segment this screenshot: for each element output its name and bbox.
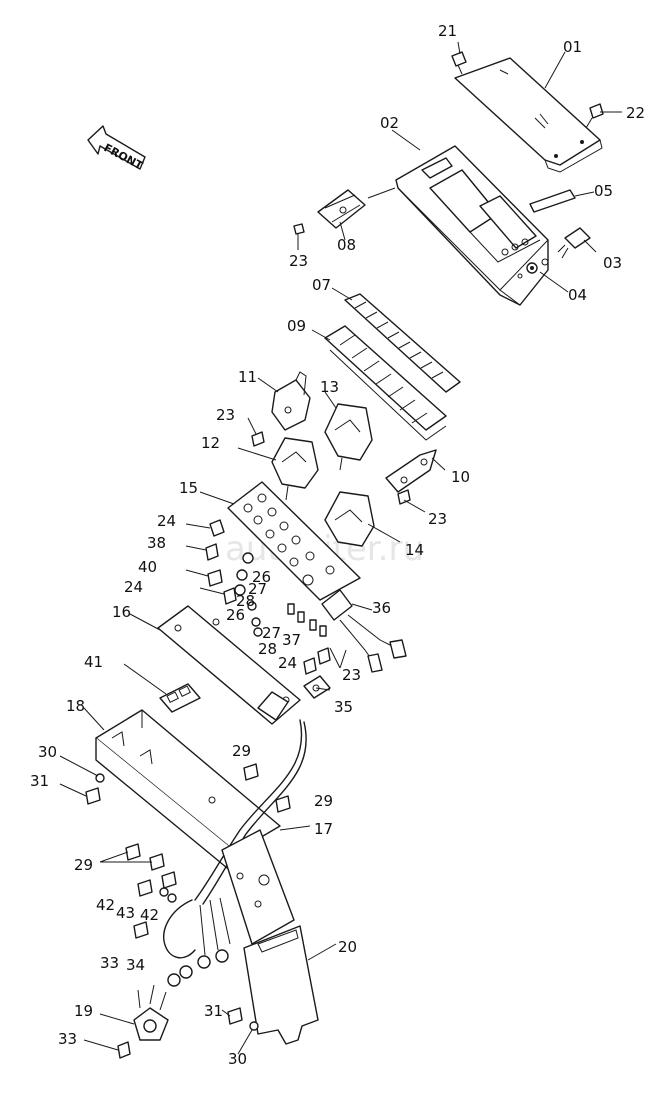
part-32-bolt [117, 921, 149, 1059]
label-16: 16 [112, 603, 131, 621]
part-23-screw-right [397, 489, 411, 505]
label-27-b: 27 [262, 624, 281, 642]
part-22-screw [585, 103, 604, 129]
label-43: 43 [116, 904, 135, 922]
label-32-b: 33 [58, 1030, 77, 1048]
label-25-a: 24 [157, 512, 176, 530]
label-07: 07 [312, 276, 331, 294]
part-20-cover [243, 925, 319, 1045]
part-25-bolt-lower [303, 657, 317, 675]
label-30-b: 30 [228, 1050, 247, 1068]
part-09-lamp-strip [324, 325, 447, 441]
part-15-panel [227, 481, 361, 601]
part-40-switch [159, 683, 201, 713]
label-20: 20 [338, 938, 357, 956]
label-34: 35 [334, 698, 353, 716]
label-32-a: 33 [100, 954, 119, 972]
part-23-screw-upper [293, 223, 305, 235]
part-29-bolts [125, 763, 291, 889]
part-17-bracket [221, 829, 295, 945]
wire-harness [163, 719, 307, 959]
part-23-screw-lower [317, 647, 331, 665]
label-05: 05 [594, 182, 613, 200]
part-05-strip [529, 189, 576, 213]
part-33-connectors [167, 949, 229, 987]
part-07-lamp-strip [344, 293, 461, 393]
part-41-43-42-fasteners [137, 879, 177, 903]
label-36: 37 [282, 631, 301, 649]
label-31-a: 31 [30, 772, 49, 790]
leader-lines [59, 41, 622, 1055]
label-26-b: 26 [226, 606, 245, 624]
label-41: 42 [96, 896, 115, 914]
part-01-cover [454, 57, 603, 173]
label-30-a: 30 [38, 743, 57, 761]
label-12: 12 [201, 434, 220, 452]
label-13: 13 [320, 378, 339, 396]
part-14-gauge [324, 491, 375, 547]
label-01: 01 [563, 38, 582, 56]
part-34-clip [303, 675, 331, 699]
part-19-switch [133, 984, 169, 1041]
part-08-bracket [317, 189, 366, 229]
part-35-switch [321, 589, 407, 673]
part-23-screw-left [251, 431, 265, 447]
label-21: 21 [438, 22, 457, 40]
label-18: 18 [66, 697, 85, 715]
label-03: 03 [603, 254, 622, 272]
part-28-nut [234, 584, 263, 637]
label-23-b: 23 [216, 406, 235, 424]
label-29-c: 29 [74, 856, 93, 874]
label-35: 36 [372, 599, 391, 617]
label-24: 24 [124, 578, 143, 596]
part-25-bolt-upper [209, 519, 225, 537]
label-23-c: 23 [428, 510, 447, 528]
part-37-nut [205, 543, 219, 561]
part-labels: 21 01 22 02 05 03 04 08 23 07 09 11 13 2… [30, 22, 645, 1068]
part-21-screw [451, 51, 467, 75]
label-10: 10 [451, 468, 470, 486]
label-22: 22 [626, 104, 645, 122]
part-31-bolt [85, 787, 243, 1025]
label-40: 41 [84, 653, 103, 671]
part-27-washer [236, 569, 261, 627]
label-28-b: 28 [258, 640, 277, 658]
part-02-housing [395, 145, 549, 306]
label-28-a: 28 [236, 592, 255, 610]
label-29-b: 29 [314, 792, 333, 810]
front-arrow-icon: FRONT [87, 125, 146, 173]
label-15: 15 [179, 479, 198, 497]
label-33: 34 [126, 956, 145, 974]
label-25-b: 24 [278, 654, 297, 672]
label-27-a: 27 [248, 580, 267, 598]
label-04: 04 [568, 286, 587, 304]
label-02: 02 [380, 114, 399, 132]
part-12-gauge [271, 437, 319, 501]
part-38-nut [207, 569, 223, 587]
label-08: 08 [337, 236, 356, 254]
part-24-bolt [223, 587, 237, 605]
label-31-b: 31 [204, 1002, 223, 1020]
label-17: 17 [314, 820, 333, 838]
part-36-pins [287, 603, 327, 637]
label-29-a: 29 [232, 742, 251, 760]
label-09: 09 [287, 317, 306, 335]
label-23-d: 23 [342, 666, 361, 684]
part-10-bracket [385, 449, 437, 493]
part-03-connector [557, 227, 591, 259]
label-19: 19 [74, 1002, 93, 1020]
part-16-plate [157, 605, 301, 725]
label-14: 14 [405, 541, 424, 559]
part-11-bracket [271, 371, 311, 431]
label-11: 11 [238, 368, 257, 386]
label-26-a: 26 [252, 568, 271, 586]
label-37: 38 [147, 534, 166, 552]
label-38: 40 [138, 558, 157, 576]
label-23-a: 23 [289, 252, 308, 270]
part-13-gauge [324, 403, 373, 471]
label-42: 42 [140, 906, 159, 924]
part-26-washer [242, 552, 257, 611]
